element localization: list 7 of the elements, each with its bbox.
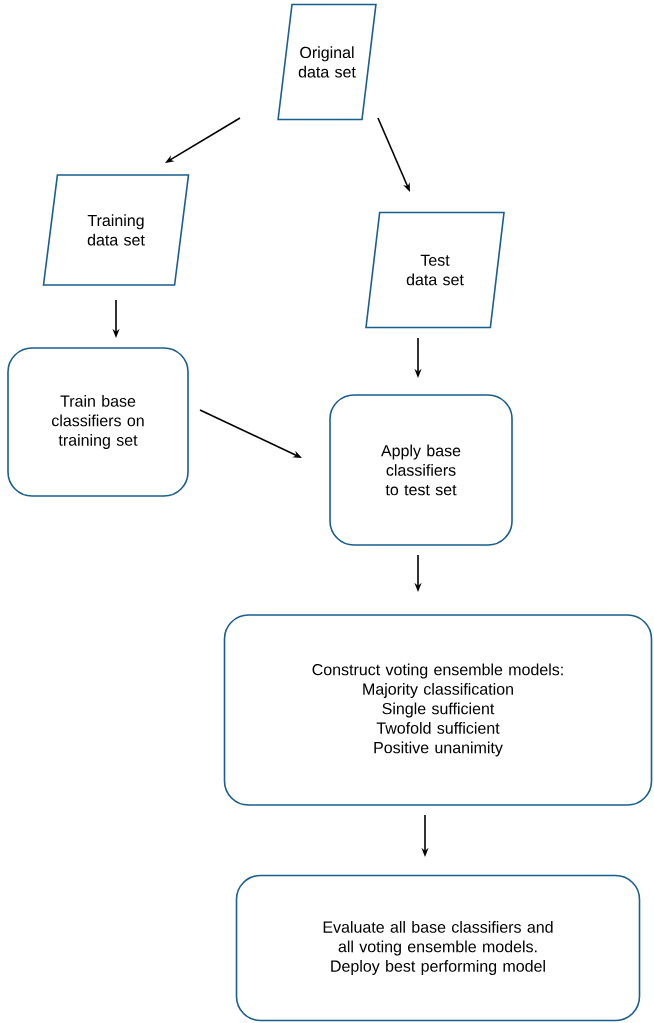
- process-box: Train base classifiers on training set: [7, 347, 189, 497]
- data-parallelogram: Original data set: [277, 3, 377, 121]
- process-box: Evaluate all base classifiers and all voting ensemble models. Deploy best performing model: [235, 874, 641, 1022]
- data-parallelogram: Test data set: [365, 211, 505, 329]
- process-box: Apply base classifiers to test set: [329, 394, 513, 546]
- process-box: Construct voting ensemble models: Majority classification Single sufficient Twofold sufficient Positive unanimity: [223, 614, 653, 806]
- data-parallelogram: Training data set: [42, 174, 190, 286]
